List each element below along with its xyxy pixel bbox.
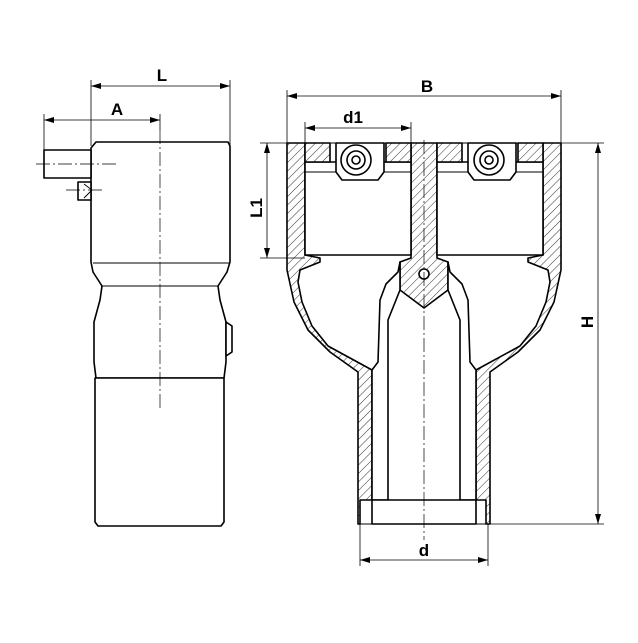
dimension-d: d (359, 524, 489, 566)
inner-bore-right (447, 261, 477, 501)
dimension-L1: L1 (247, 142, 305, 259)
dimension-label-L1: L1 (247, 198, 266, 218)
dimension-label-d: d (419, 541, 429, 560)
side-view (36, 130, 233, 527)
dimension-label-B: B (421, 77, 433, 96)
section-view (286, 140, 562, 540)
side-view-sleeve (94, 377, 225, 527)
dimension-label-d1: d1 (343, 108, 363, 127)
dimension-B: B (286, 77, 562, 143)
terminal-right (467, 142, 517, 181)
dimension-label-H: H (578, 316, 597, 328)
fusion-indicator (225, 321, 233, 357)
terminal-left (335, 142, 385, 181)
dimension-L: L (90, 66, 231, 146)
side-view-body (90, 141, 231, 379)
inner-bore-left (371, 261, 401, 501)
dimension-H: H (490, 142, 604, 525)
dimension-A: A (43, 100, 161, 150)
dimension-d1: d1 (304, 108, 412, 162)
dimension-label-A: A (111, 100, 123, 119)
dimension-label-L: L (157, 66, 167, 85)
